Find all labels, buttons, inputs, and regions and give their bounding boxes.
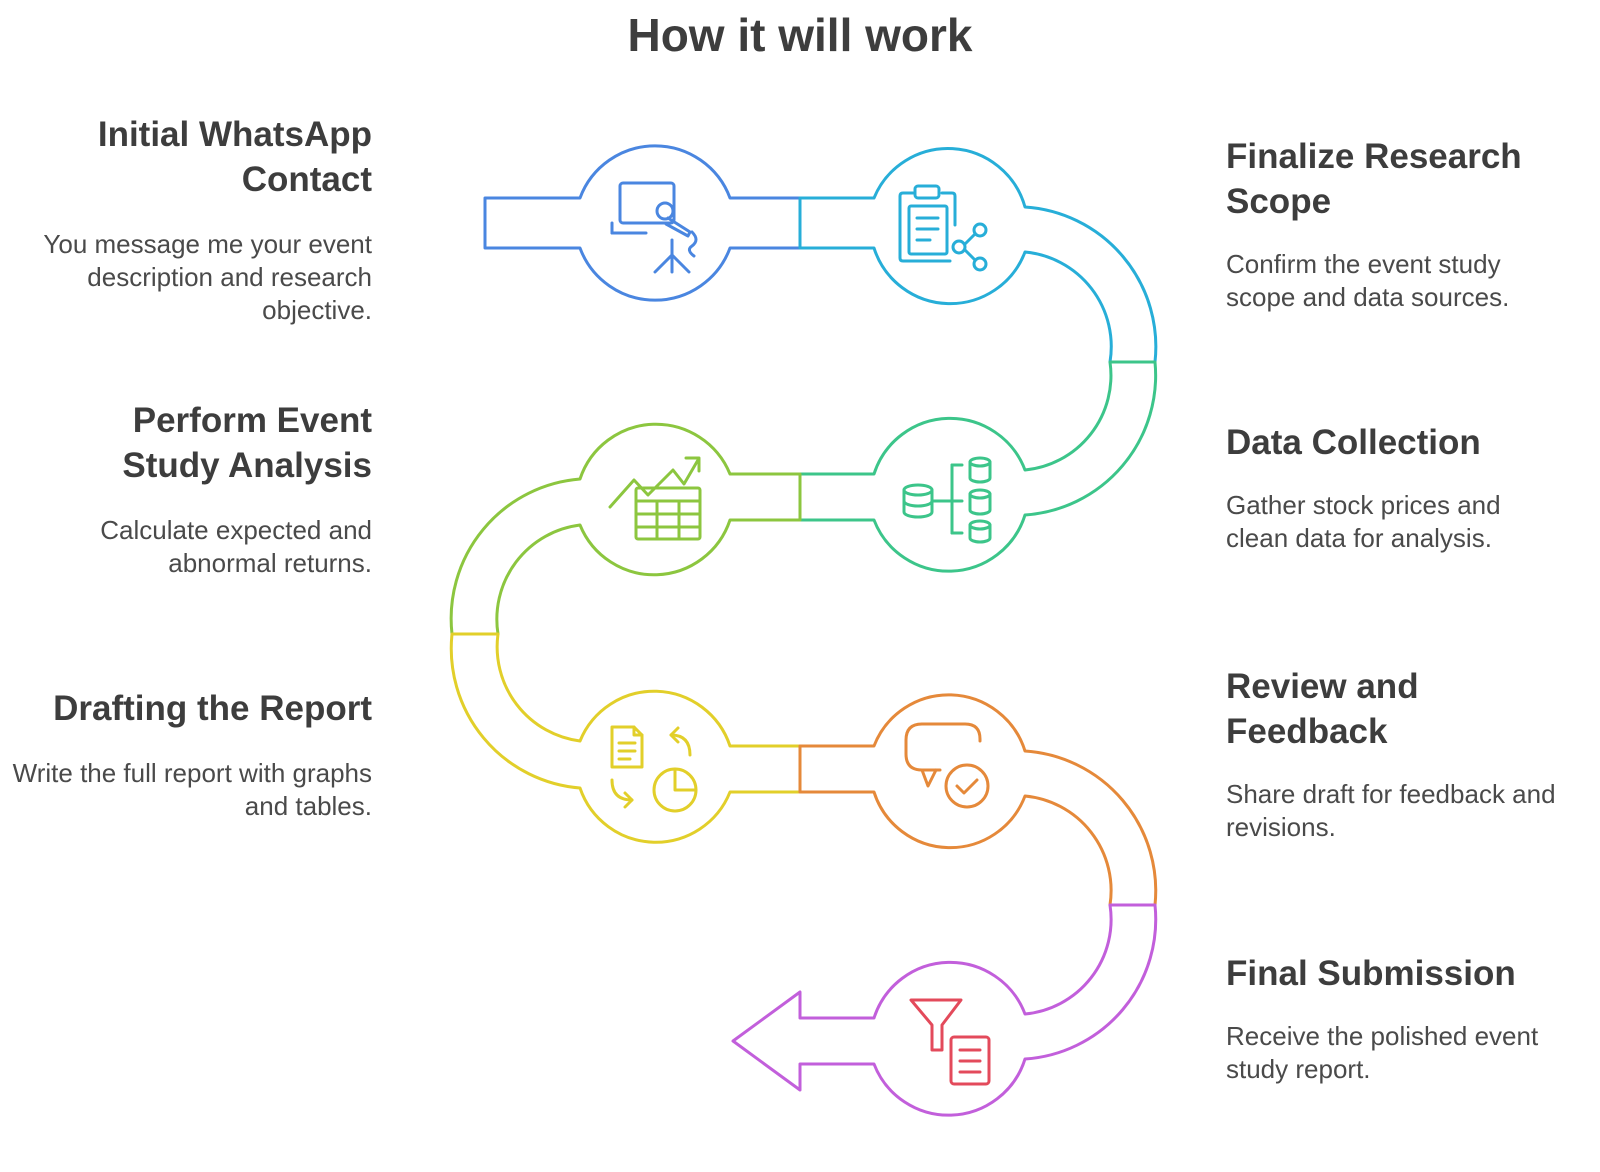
- flow-segment-6: [798, 693, 1158, 907]
- step-description: Calculate expected and abnormal returns.: [100, 515, 372, 578]
- chart-table-icon: [608, 456, 702, 541]
- step-final-submission: Final Submission Receive the polished ev…: [1226, 951, 1556, 1086]
- step-title: Finalize Research Scope: [1226, 137, 1522, 221]
- database-icon: [902, 456, 992, 544]
- step-initial-contact: Initial WhatsApp Contact You message me …: [32, 112, 372, 327]
- step-description: Write the full report with graphs and ta…: [12, 758, 372, 821]
- flow-segment-7: [731, 903, 1158, 1117]
- step-event-study-analysis: Perform Event Study Analysis Calculate e…: [32, 398, 372, 580]
- flow-segment-1: [483, 144, 802, 302]
- step-title: Initial WhatsApp Contact: [97, 115, 372, 199]
- step-title: Final Submission: [1226, 954, 1516, 993]
- step-description: Share draft for feedback and revisions.: [1226, 779, 1556, 842]
- step-description: You message me your event description an…: [43, 229, 372, 325]
- step-title: Review and Feedback: [1226, 667, 1419, 751]
- step-description: Receive the polished event study report.: [1226, 1021, 1539, 1084]
- step-data-collection: Data Collection Gather stock prices and …: [1226, 420, 1556, 555]
- step-drafting-report: Drafting the Report Write the full repor…: [12, 686, 372, 823]
- flow-segment-4: [449, 422, 802, 636]
- presentation-icon: [610, 181, 698, 274]
- step-title: Drafting the Report: [53, 689, 372, 728]
- step-description: Confirm the event study scope and data s…: [1226, 249, 1510, 312]
- step-review-feedback: Review and Feedback Share draft for feed…: [1226, 664, 1556, 844]
- filter-document-icon: [909, 998, 991, 1086]
- step-title: Data Collection: [1226, 423, 1481, 462]
- chat-check-icon: [904, 722, 990, 809]
- step-finalize-scope: Finalize Research Scope Confirm the even…: [1226, 134, 1556, 314]
- clipboard-share-icon: [898, 184, 988, 272]
- document-cycle-icon: [610, 725, 698, 813]
- step-title: Perform Event Study Analysis: [122, 401, 372, 485]
- flow-segment-3: [798, 360, 1158, 573]
- page-title: How it will work: [627, 9, 973, 61]
- step-description: Gather stock prices and clean data for a…: [1226, 490, 1501, 553]
- flow-segment-5: [449, 632, 802, 844]
- flow-segment-2: [798, 147, 1158, 364]
